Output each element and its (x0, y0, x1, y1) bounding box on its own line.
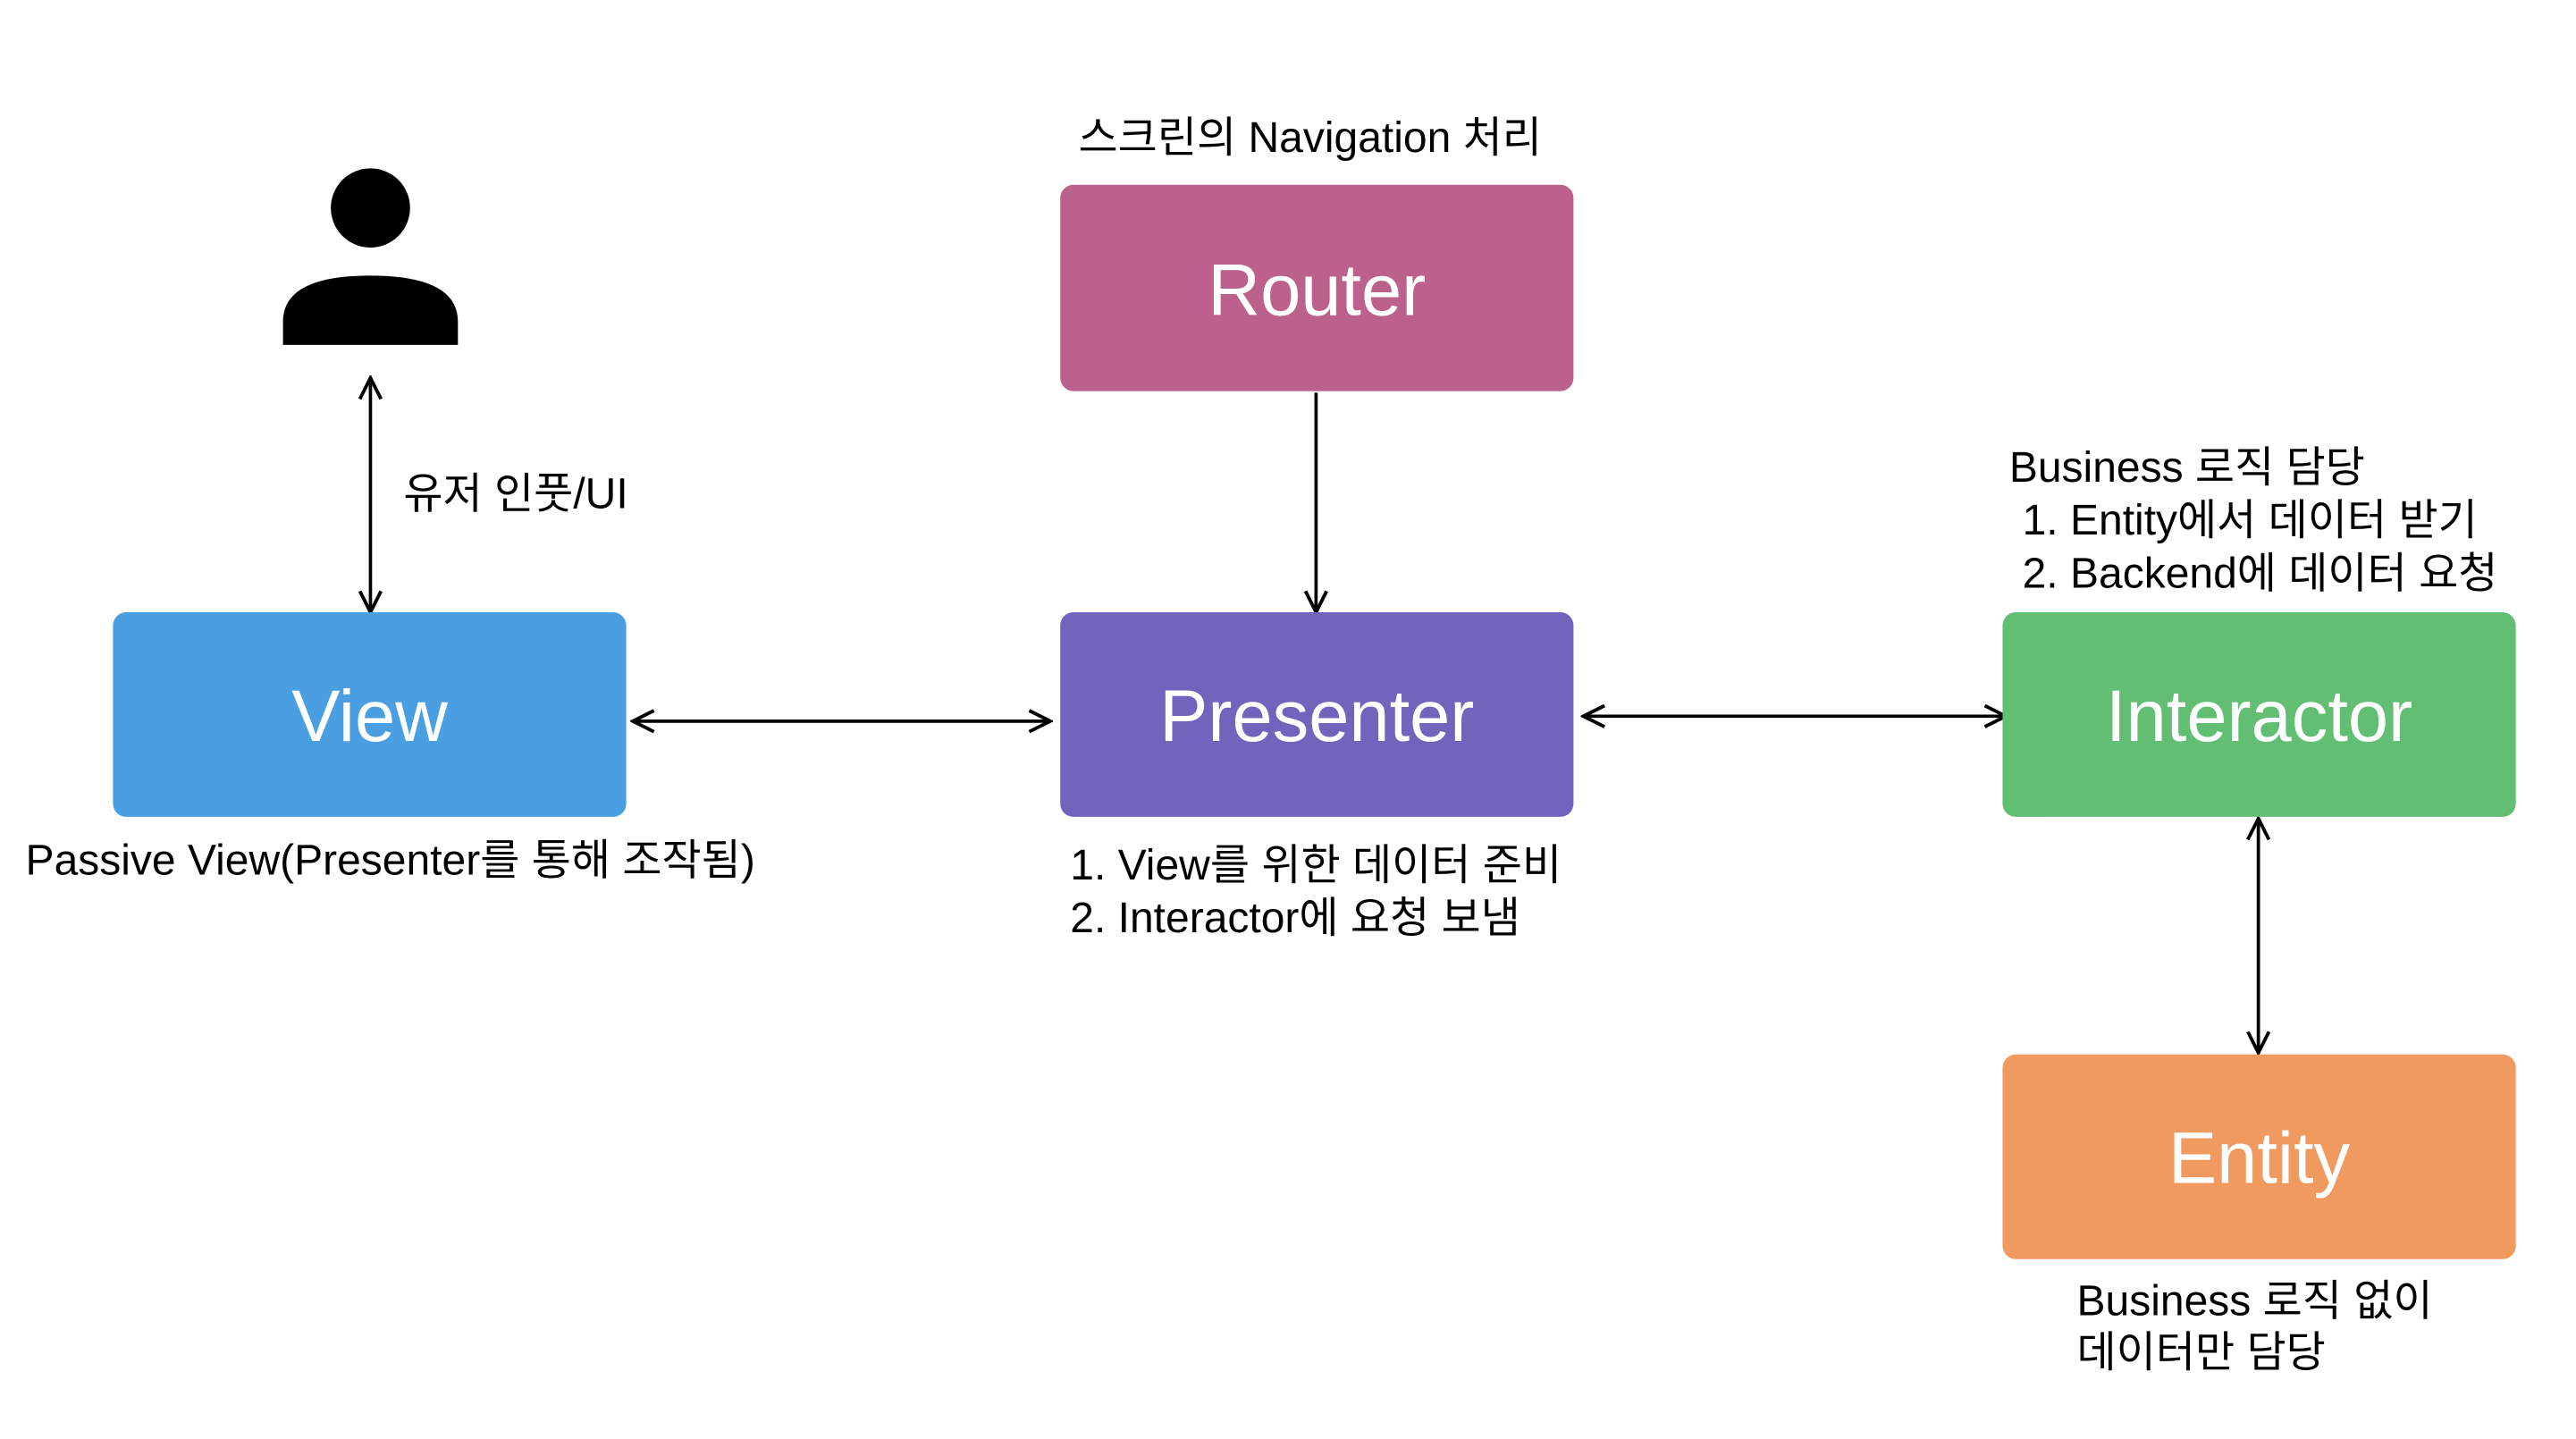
person-icon (282, 168, 459, 345)
router-box: Router (1060, 184, 1574, 391)
presenter-note-1: 1. View를 위한 데이터 준비 (1070, 842, 1562, 889)
interactor-box: Interactor (2002, 611, 2516, 817)
router-note: 스크린의 Navigation 처리 (1079, 114, 1542, 162)
interactor-note-1: 1. Entity에서 데이터 받기 (2023, 497, 2478, 544)
entity-label: Entity (2168, 1118, 2351, 1199)
user-input-note: 유저 인풋/UI (403, 471, 627, 518)
interactor-note-2: 2. Backend에 데이터 요청 (2023, 550, 2498, 597)
entity-box: Entity (2002, 1054, 2516, 1259)
interactor-label: Interactor (2106, 676, 2412, 757)
view-box: View (113, 611, 627, 817)
view-note: Passive View(Presenter를 통해 조작됨) (26, 837, 755, 885)
presenter-label: Presenter (1159, 676, 1474, 757)
entity-note-2: 데이터만 담당 (2077, 1329, 2326, 1376)
entity-note-1: Business 로직 없이 (2077, 1278, 2433, 1325)
presenter-box: Presenter (1060, 611, 1574, 817)
view-label: View (291, 676, 448, 757)
presenter-note-2: 2. Interactor에 요청 보냄 (1070, 895, 1520, 942)
interactor-note-title: Business 로직 담당 (2009, 444, 2365, 492)
router-label: Router (1208, 249, 1426, 331)
